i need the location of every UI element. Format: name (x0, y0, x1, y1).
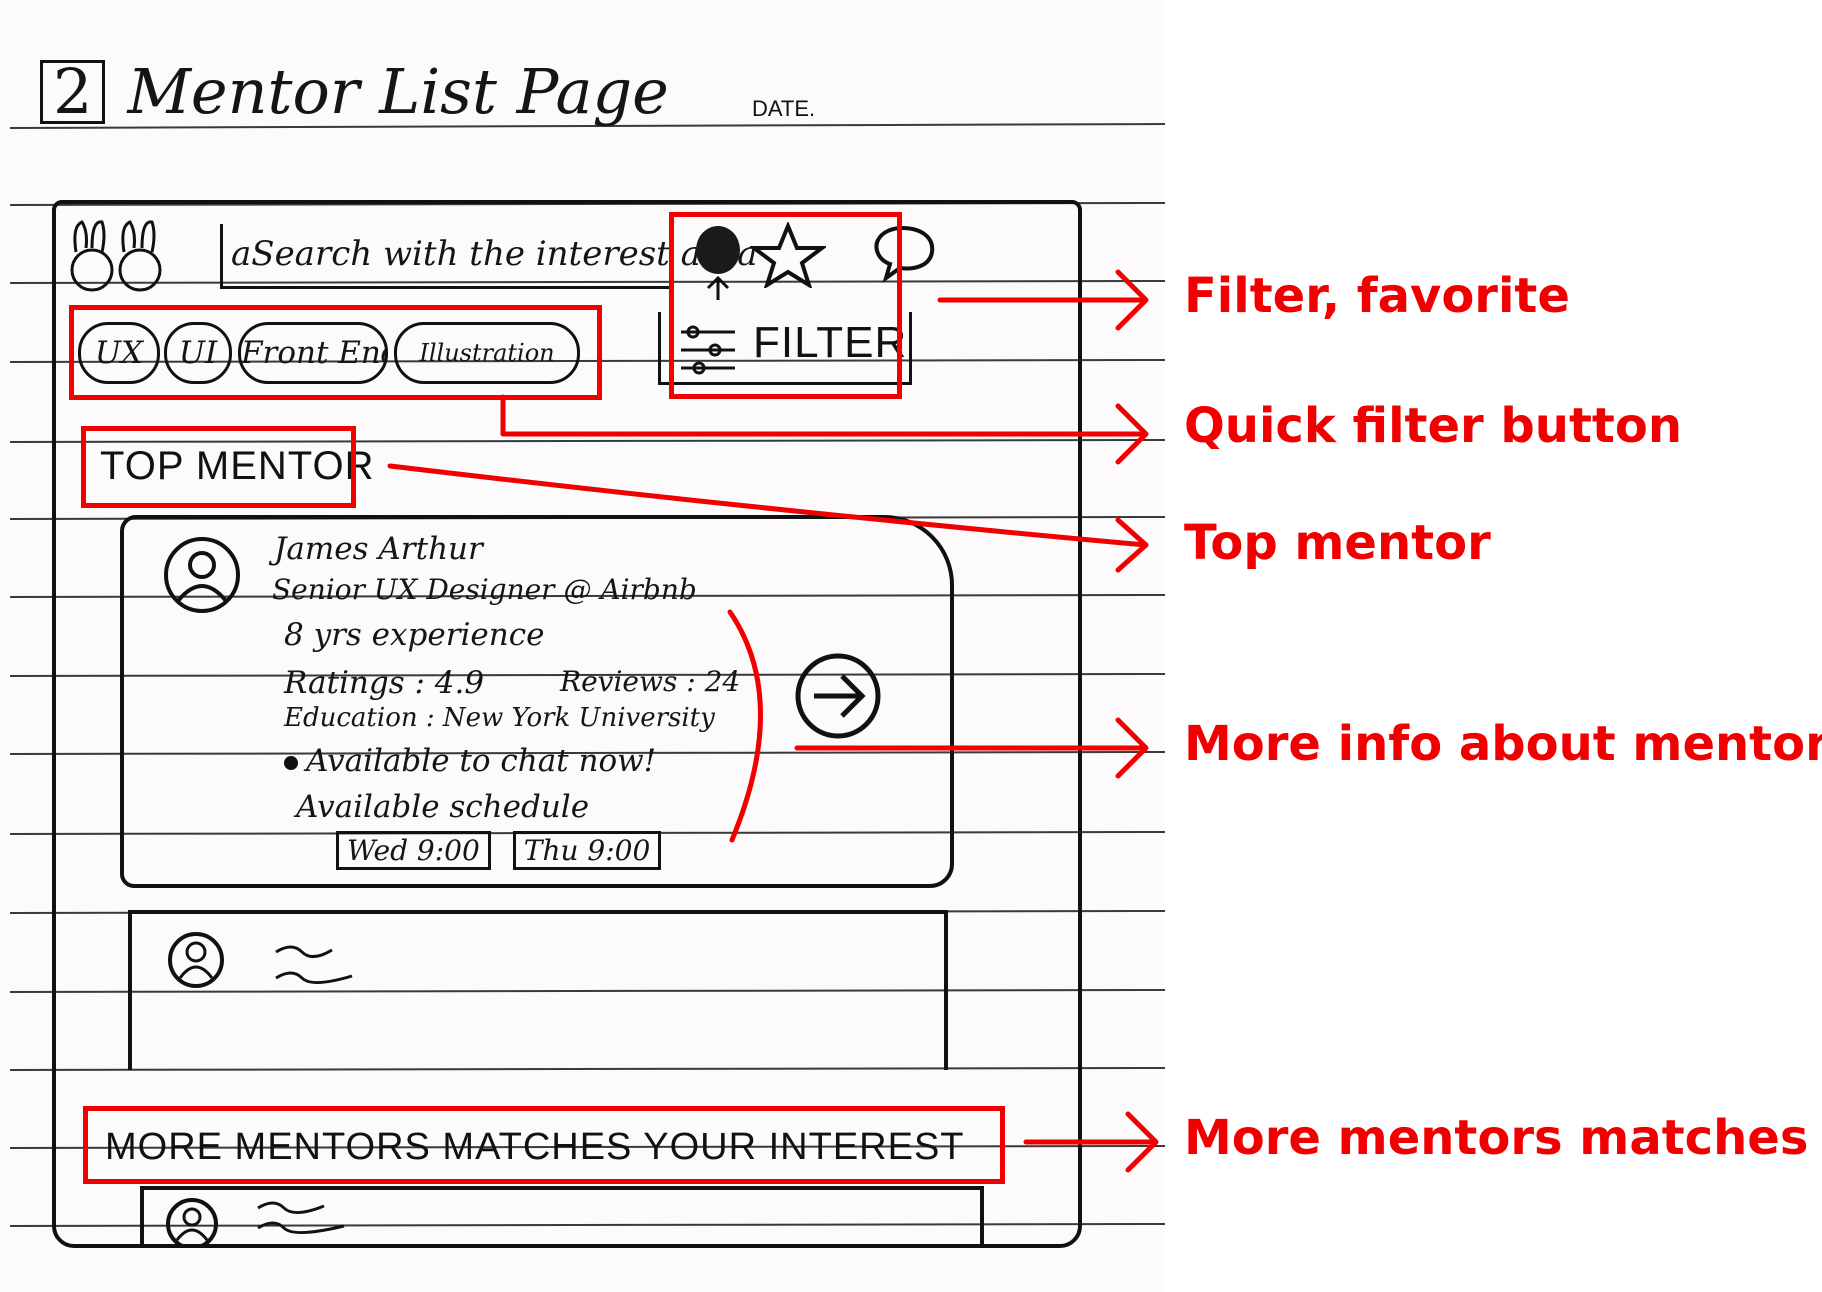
page-number: 2 (40, 60, 106, 124)
placeholder-text-icon (275, 945, 353, 984)
availability-dot-icon (284, 755, 298, 770)
favorite-star-icon[interactable] (750, 222, 826, 288)
filter-button[interactable]: FILTER (658, 312, 912, 385)
quick-filter-front-end[interactable]: Front End (238, 322, 388, 384)
mentor-reviews: Reviews : 24 (560, 665, 741, 698)
schedule-label: Available schedule (296, 789, 590, 825)
more-mentors-highlight (83, 1106, 1005, 1184)
quick-filter-ux[interactable]: UX (78, 322, 160, 384)
phone-frame (52, 200, 1082, 1248)
top-mentor-highlight (81, 426, 356, 508)
filter-sliders-icon (681, 325, 735, 375)
mentor-avatar-icon (164, 537, 240, 613)
filter-favorite-highlight (669, 212, 902, 399)
annotation-top-mentor: Top mentor (1184, 515, 1491, 571)
availability-text: Available to chat now! (306, 743, 657, 779)
mentor-card[interactable] (140, 1186, 984, 1248)
mentor-role: Senior UX Designer @ Airbnb (272, 573, 697, 606)
quick-filter-highlight (69, 305, 602, 400)
filter-label: FILTER (753, 318, 908, 367)
mentor-avatar-icon (166, 1198, 218, 1248)
quick-filter-illustration[interactable]: Illustration (394, 322, 580, 384)
more-mentors-heading: MORE MENTORS MATCHES YOUR INTEREST (105, 1126, 965, 1168)
top-mentor-heading: TOP MENTOR (100, 444, 375, 488)
placeholder-text-icon (257, 1201, 345, 1234)
schedule-slot[interactable]: Wed 9:00 (336, 831, 491, 870)
mentor-avatar-icon (168, 932, 224, 988)
date-label: DATE. (752, 96, 816, 121)
quick-filter-ui[interactable]: UI (164, 322, 232, 384)
mentor-experience: 8 yrs experience (284, 617, 545, 653)
annotation-filter-favorite: Filter, favorite (1184, 268, 1570, 324)
mentor-card[interactable] (128, 910, 948, 1070)
page-title-text: Mentor List Page (127, 55, 669, 128)
mentor-name: James Arthur (274, 531, 483, 567)
mentor-education: Education : New York University (284, 703, 715, 733)
profile-icon[interactable] (690, 222, 750, 302)
app-logo-icon (70, 220, 162, 292)
mentor-availability: Available to chat now! (284, 743, 656, 779)
top-mentor-card[interactable]: James Arthur Senior UX Designer @ Airbnb… (120, 515, 954, 888)
annotation-more-info: More info about mentor (1184, 716, 1822, 772)
page-title: 2 Mentor List Page (40, 55, 669, 128)
mentor-ratings: Ratings : 4.9 (284, 665, 485, 701)
schedule-slot[interactable]: Thu 9:00 (512, 831, 662, 870)
annotation-quick-filter: Quick filter button (1184, 398, 1682, 454)
schedule-slots: Wed 9:00 Thu 9:00 (336, 831, 683, 870)
arrow-right-icon[interactable] (792, 650, 884, 742)
chat-bubble-icon[interactable] (870, 222, 940, 288)
annotation-more-matches: More mentors matches (1184, 1110, 1809, 1166)
